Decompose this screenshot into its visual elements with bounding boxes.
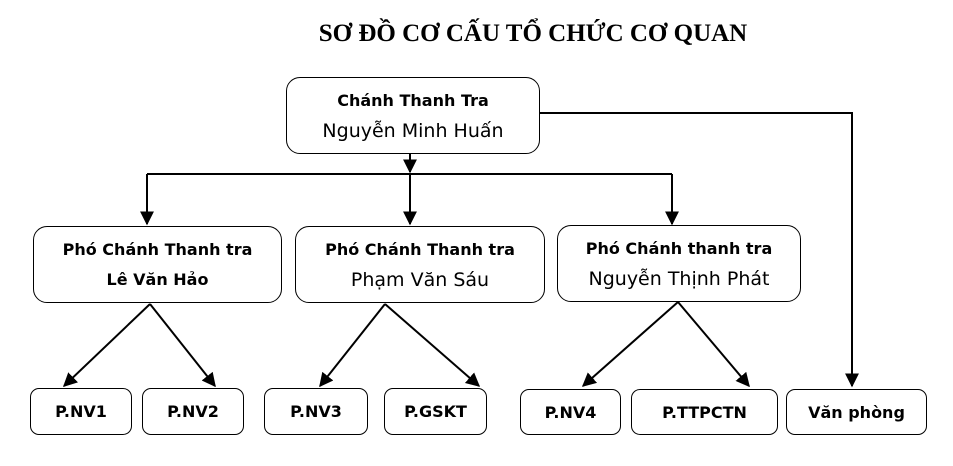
office-box: Văn phòng: [786, 389, 927, 435]
unit-box: P.NV1: [30, 388, 132, 435]
unit-box: P.GSKT: [384, 388, 487, 435]
chart-title: SƠ ĐỒ CƠ CẤU TỔ CHỨC CƠ QUAN: [318, 20, 748, 47]
head-role: Chánh Thanh Tra: [337, 90, 489, 110]
deputy-role: Phó Chánh thanh tra: [585, 238, 773, 258]
unit-box: P.NV2: [142, 388, 244, 435]
deputy-box: Phó Chánh thanh tra Nguyễn Thịnh Phát: [557, 225, 801, 302]
deputy-name: Nguyễn Thịnh Phát: [588, 267, 770, 290]
deputy-box: Phó Chánh Thanh tra Phạm Văn Sáu: [295, 226, 545, 303]
deputy-role: Phó Chánh Thanh tra: [62, 239, 253, 259]
unit-box: P.NV3: [264, 388, 368, 435]
deputy-name: Lê Văn Hảo: [106, 269, 209, 289]
deputy-box: Phó Chánh Thanh tra Lê Văn Hảo: [33, 226, 282, 303]
arrow-nv3: [319, 303, 386, 388]
head-box: Chánh Thanh Tra Nguyễn Minh Huấn: [286, 77, 540, 154]
arrow-nv4: [581, 301, 679, 387]
arrow-nv2: [149, 303, 216, 388]
arrow-ttpctn: [677, 301, 750, 388]
unit-box: P.TTPCTN: [631, 389, 778, 435]
unit-box: P.NV4: [520, 389, 621, 435]
arrow-gskt: [384, 303, 481, 387]
deputy-role: Phó Chánh Thanh tra: [325, 239, 515, 259]
arrow-to-office: [540, 112, 859, 388]
head-name: Nguyễn Minh Huấn: [322, 119, 504, 142]
arrow-nv1: [62, 303, 151, 387]
deputy-name: Phạm Văn Sáu: [350, 268, 490, 291]
